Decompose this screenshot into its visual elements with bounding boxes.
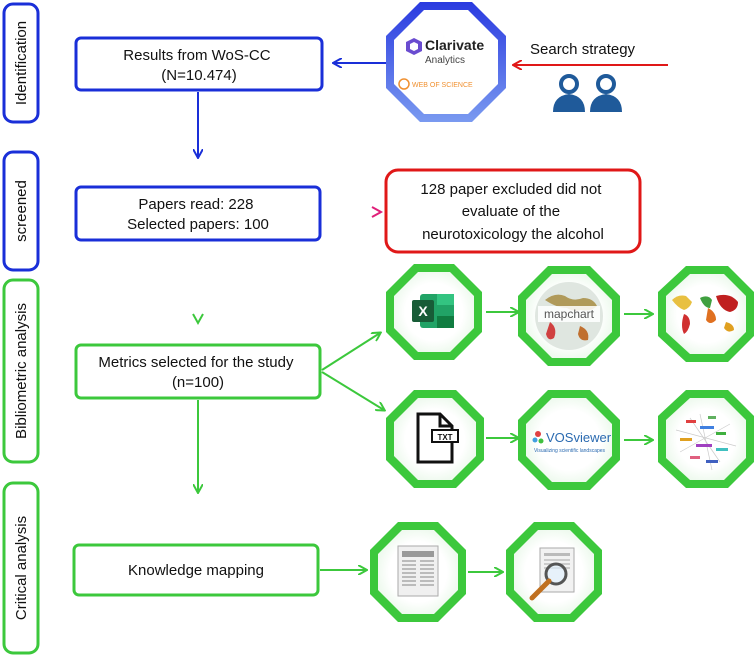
clarivate-sub: Analytics [425,55,465,66]
network-map-icon [675,413,737,471]
magnifier-icon [529,547,575,601]
vosviewer-node: VOSviewer Visualizing scientific landsca… [518,390,620,490]
stage-label: Bibliometric analysis [13,303,30,439]
stage-label: screened [13,180,30,242]
mapchart-node: mapchart [518,266,620,366]
svg-text:Results from WoS-CC (N=1: Results from WoS-CC (N=10.474) [123,47,274,84]
excel-icon: X [412,294,454,328]
box-line: Results from WoS-CC [123,47,270,64]
svg-text:128 paper excluded did not: 128 paper excluded did not evaluate of t… [420,181,605,243]
arrow-to-txt [321,371,384,410]
stage-label: Identification [13,21,30,105]
box-screening: Papers read: 228 Selected papers: 100 [74,185,322,242]
box-line: (N=10.474) [161,67,236,84]
wos-text: WEB OF SCIENCE [412,82,473,89]
document-node [370,522,466,622]
stage-bibliometric: Bibliometric analysis [2,278,40,464]
excel-letter: X [418,303,428,319]
clarivate-logo-icon [406,38,422,55]
arrow-to-excel [321,333,380,371]
txt-node: TXT [386,390,484,488]
document-icon [397,545,439,597]
box-line: Papers read: 228 [138,196,253,213]
box-metrics: Metrics selected for the study (n=100) [74,343,322,400]
box-line: Knowledge mapping [128,562,264,579]
wos-logo-icon [398,78,410,90]
mapchart-text: mapchart [544,307,595,321]
worldmap-node [658,266,754,362]
box-line: evaluate of the [462,203,560,220]
magnifier-node [506,522,602,622]
box-line: Metrics selected for the study [98,354,294,371]
mapchart-icon: mapchart [535,282,603,350]
clarivate-brand: Clarivate [425,37,484,53]
vosviewer-tagline: Visualizing scientific landscapes [534,448,606,454]
box-knowledge-mapping: Knowledge mapping [72,543,320,597]
stage-label: Critical analysis [13,516,30,620]
world-map-icon [672,294,738,334]
box-line: (n=100) [172,374,224,391]
svg-text:Papers read: 228 Selecte: Papers read: 228 Selected papers: 100 [127,196,269,233]
network-node [658,390,754,488]
box-wos-results: Results from WoS-CC (N=10.474) [74,36,324,92]
box-line: Selected papers: 100 [127,216,269,233]
arrow-excluded-head [371,206,384,218]
txt-label: TXT [437,433,452,442]
box-line: neurotoxicology the alcohol [422,226,604,243]
search-strategy-label: Search strategy [530,41,636,58]
vosviewer-logo-icon: VOSviewer Visualizing scientific landsca… [532,430,612,454]
clarivate-badge: Clarivate Analytics WEB OF SCIENCE [386,2,506,122]
svg-text:Knowledge mapping: Knowledge mapping [128,562,264,579]
stage-critical: Critical analysis [2,481,40,655]
stage-identification: Identification [2,2,40,124]
vosviewer-text: VOSviewer [546,430,612,445]
box-excluded: 128 paper excluded did not evaluate of t… [384,168,642,254]
svg-text:Metrics selected for the study: Metrics selected for the study (n=100) [98,354,297,391]
arrow-to-metrics-head [192,313,204,326]
excel-node: X [386,264,482,360]
box-line: 128 paper excluded did not [420,181,602,198]
researchers-icon [553,74,622,112]
txt-file-icon: TXT [416,412,459,464]
stage-screened: screened [2,150,40,272]
